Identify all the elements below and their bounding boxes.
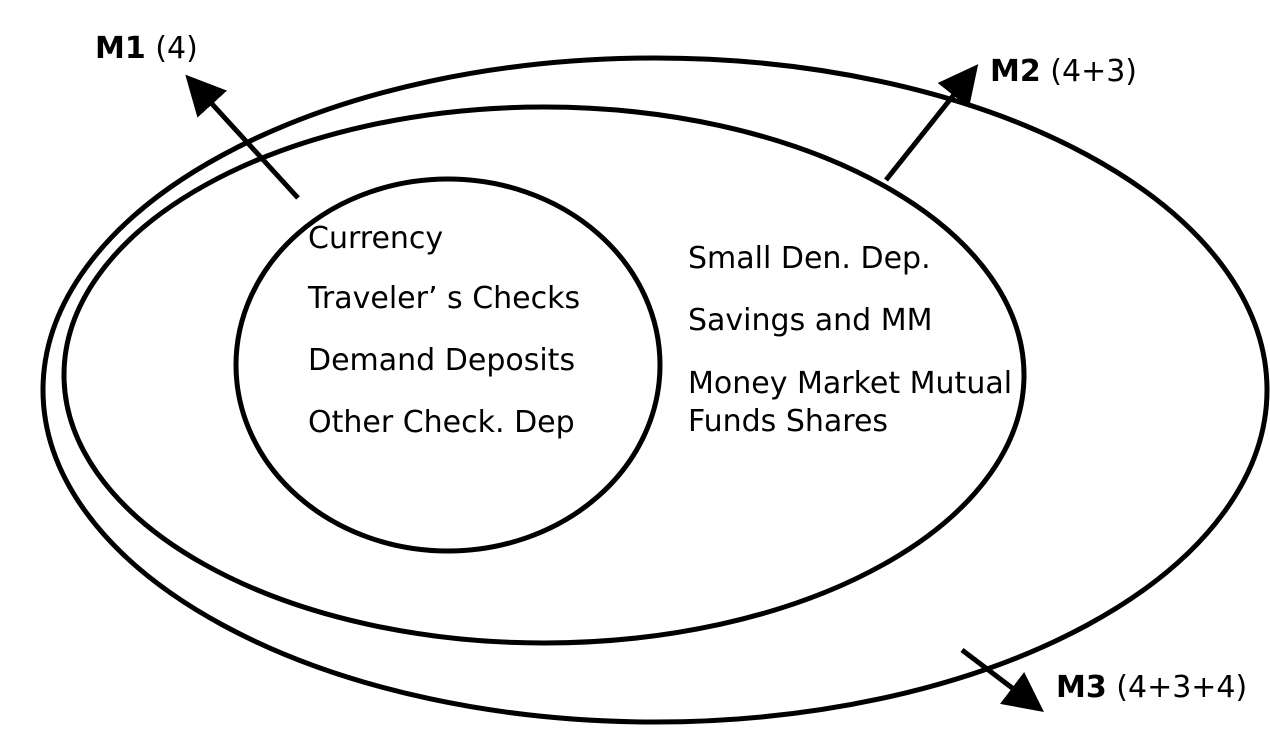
m1-item-travelers-checks: Traveler’ s Checks [308,281,581,316]
m1-arrow [185,74,300,200]
m3-outer-ellipse [40,55,1270,725]
m3-arrow [960,648,1044,713]
m2-item-mmmf-line2: Funds Shares [688,404,889,439]
m1-label: M1 (4) [95,32,198,66]
m2-count: (4+3) [1050,54,1137,89]
m1-item-currency: Currency [308,221,444,256]
m2-item-savings-and-mm: Savings and MM [688,303,933,338]
m2-item-mmmf-line1: Money Market Mutual [688,366,1013,401]
m1-name: M1 [95,31,146,66]
m1-item-other-checkable-deposits: Other Check. Dep [308,405,575,440]
m1-count: (4) [155,31,198,66]
m3-count: (4+3+4) [1116,670,1248,705]
m2-name: M2 [990,54,1041,89]
m3-label: M3 (4+3+4) [1056,671,1247,705]
m1-item-demand-deposits: Demand Deposits [308,343,576,378]
m1-inner-circle [233,176,663,554]
m2-label: M2 (4+3) [990,55,1137,89]
m2-item-small-denomination-deposits: Small Den. Dep. [688,241,931,276]
m3-name: M3 [1056,670,1107,705]
m2-middle-ellipse [61,104,1027,646]
m2-arrow [884,64,979,182]
